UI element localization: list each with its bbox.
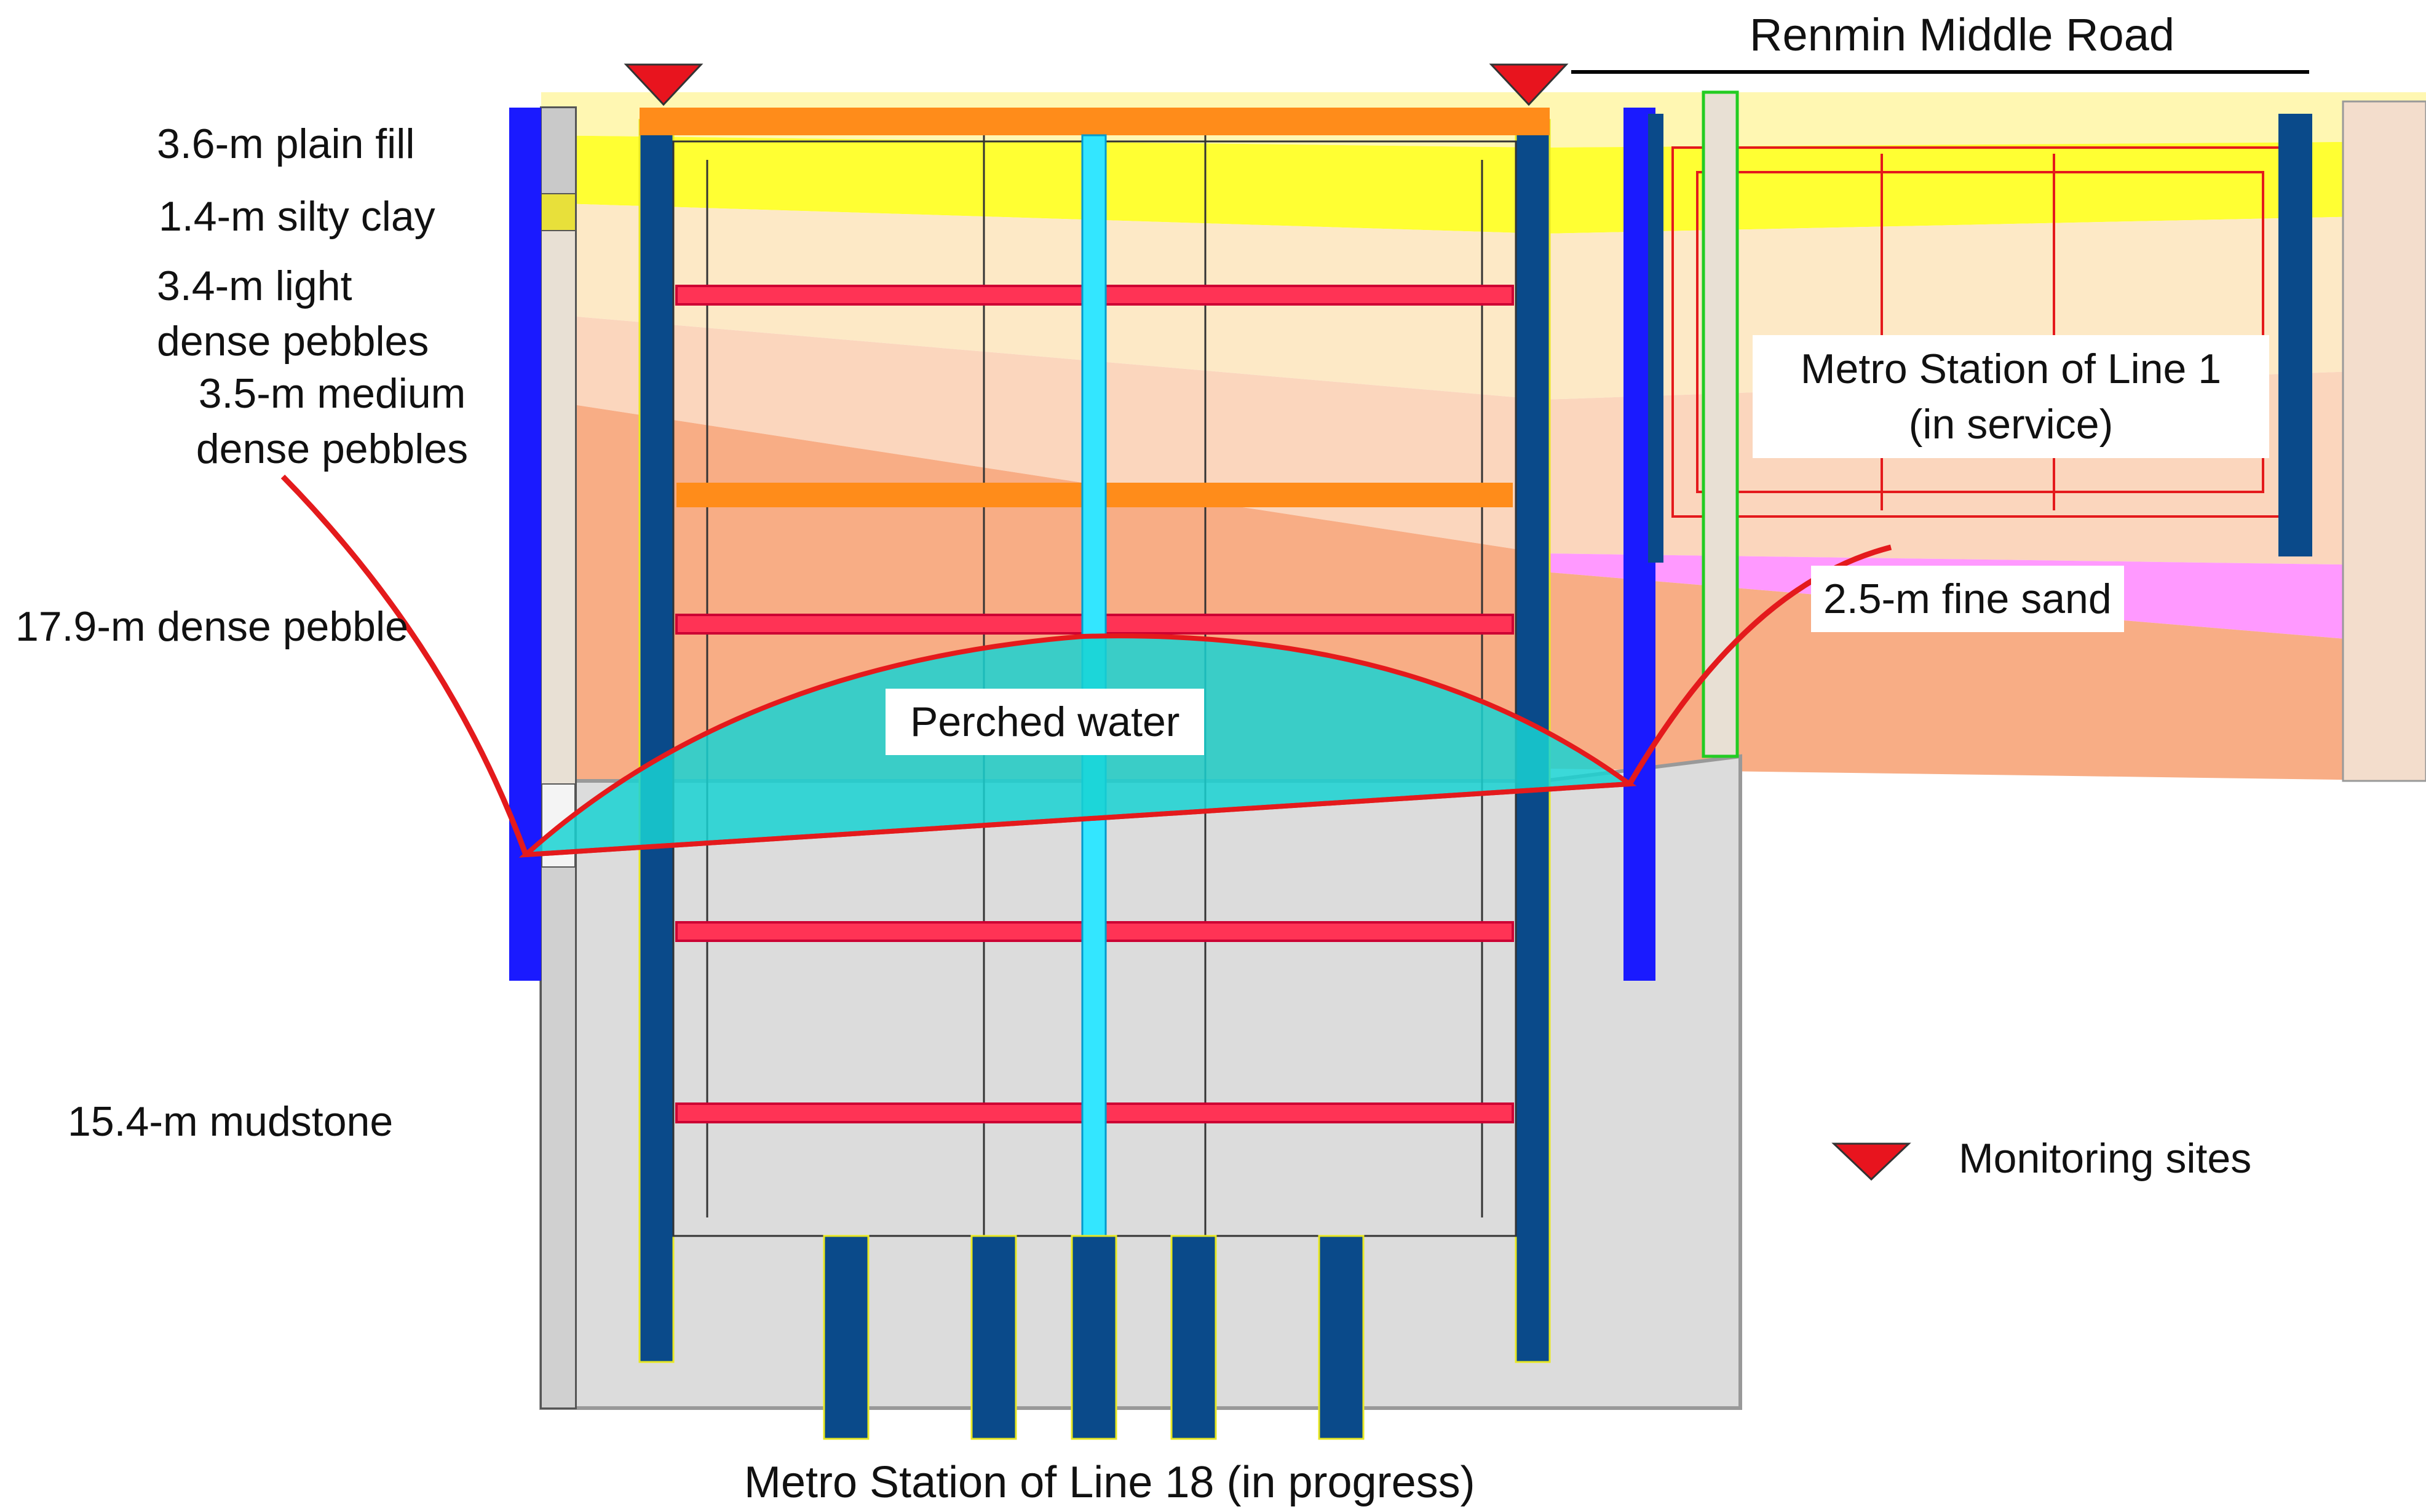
layer-label-mudstone: 15.4-m mudstone	[68, 1098, 394, 1145]
line1-station-label-line1: Metro Station of Line 1	[1800, 346, 2222, 392]
perched-water-label: Perched water	[886, 689, 1205, 755]
monitoring-marker-left	[624, 63, 704, 106]
road-label: Renmin Middle Road	[1750, 9, 2175, 60]
layer-label-silty-clay: 1.4-m silty clay	[159, 193, 435, 240]
left-pile-wall	[509, 108, 541, 981]
layer-label-medium-dense-pebbles: 3.5-m medium dense pebbles	[196, 370, 469, 472]
concrete-strut-1	[640, 108, 1550, 135]
callout-curve-left	[280, 474, 529, 856]
diaphragm-wall-left	[638, 119, 675, 1363]
layer-label-plain-fill: 3.6-m plain fill	[157, 121, 415, 167]
soil-profile-column	[540, 106, 577, 1409]
layer-label-dense-pebble: 17.9-m dense pebble	[15, 603, 408, 650]
layer-label-light-dense-pebbles: 3.4-m light dense pebbles	[157, 263, 429, 365]
bottom-piles	[823, 1235, 1365, 1440]
line1-station-label-line2: (in service)	[1908, 401, 2114, 448]
line1-wall-right	[2278, 114, 2312, 556]
callout-curve-right	[1627, 544, 1892, 786]
line1-station-label: Metro Station of Line 1 (in service)	[1753, 335, 2269, 458]
right-soil-strip	[2342, 100, 2426, 782]
monitoring-marker-right	[1489, 63, 1569, 106]
legend-marker-icon	[1831, 1142, 1911, 1181]
line1-wall-left	[1648, 114, 1663, 563]
perched-water-base	[525, 782, 1630, 857]
line18-station-label: Metro Station of Line 18 (in progress)	[744, 1458, 1475, 1507]
layer-label-fine-sand: 2.5-m fine sand	[1811, 566, 2124, 632]
legend-label: Monitoring sites	[1959, 1135, 2252, 1182]
